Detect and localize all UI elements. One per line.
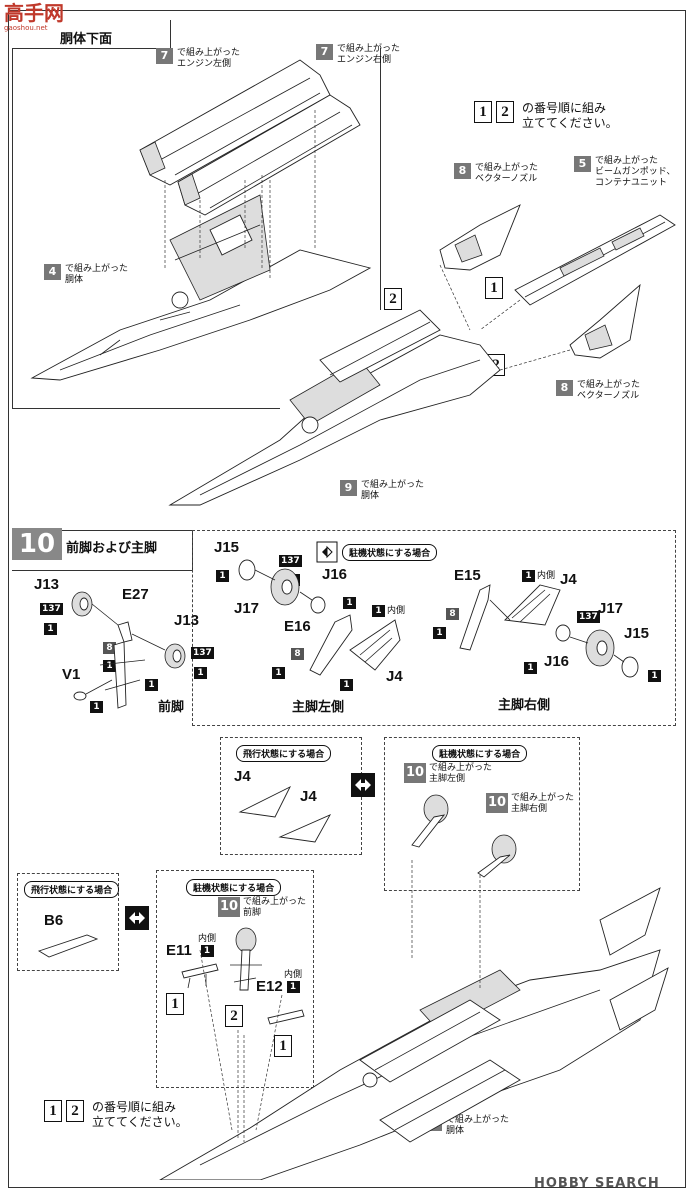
step9-frame-bottom [12,408,280,410]
callout-main-leg-right: 10 で組み上がった 主脚右側 [486,793,575,814]
engine-right-drawing [177,94,361,216]
part-J17a: J17 [234,600,260,617]
step9-frame-right [380,48,382,310]
order-marker-4: 2 [225,1005,243,1027]
flight-mode-pill: 飛行状態にする場合 [236,742,332,762]
qty-d: 1 [145,672,158,691]
step10-title: 前脚および主脚 [66,541,158,556]
callout-vector-nozzle-bottom: 8 で組み上がった ベクターノズル [556,380,640,402]
callout-front-leg: 10 で組み上がった 前脚 [218,897,307,918]
part-E16: E16 [284,618,311,635]
parked-indicator-top: 駐機状態にする場合 [316,541,438,563]
parked-mode-box-2 [156,870,314,1088]
callout-engine-left: 7 で組み上がった エンジン左側 [156,48,240,70]
order-note-step10: 1 2 の番号順に組み 立ててください。 [44,1100,188,1130]
part-E27: E27 [122,586,149,603]
manual-page [8,10,686,1188]
flight-J4-drawing [238,785,332,843]
qty-a: 1 [44,616,57,635]
part-J4b: J4 [560,571,577,588]
step9-frame-top [12,48,170,50]
vector-nozzle-bottom-drawing [569,283,641,359]
callout-main-leg-left: 10 で組み上がった 主脚左側 [404,763,493,784]
order-note-step9: 1 2 の番号順に組み 立ててください。 [474,101,618,131]
qty-o: 1 [648,663,661,682]
group-left-leg: 主脚左側 [292,700,345,715]
qty-k: 1 [340,672,353,691]
sprue-137-a: 137 [40,603,63,615]
qty-m: 1 [433,620,446,639]
part-J16b: J16 [544,653,570,670]
qty-b: 1 [103,653,116,672]
step10-frame-line [12,570,192,572]
step9-frame-notch [170,20,172,48]
qty-c: 1 [194,660,207,679]
sprue-8-c: 8 [446,601,459,620]
vector-nozzle-top-drawing [439,204,521,271]
order-marker-3: 1 [166,993,184,1015]
fuselage-lower-drawing [168,309,501,506]
beam-gun-pod-drawing [514,214,676,306]
step10-number: 10 [12,528,62,560]
part-V1: V1 [62,666,81,683]
swap-arrow-bottom [125,906,149,930]
group-front-leg: 前脚 [158,700,185,715]
fuselage-upper-drawing [30,194,372,381]
qty-n: 1 [524,655,537,674]
flight-mode-box-2 [17,873,119,971]
part-J17b: J17 [598,600,624,617]
order-marker-2a: 2 [384,288,402,310]
part-J15a: J15 [214,539,240,556]
qty-e: 1 [90,694,103,713]
part-J15b: J15 [624,625,650,642]
sprue-8-a: 8 [103,635,116,654]
callout-beam-gun-pod: 5 で組み上がった ビームガンポッド、 コンテナユニット [574,156,675,189]
part-J4a: J4 [386,668,403,685]
final-fuselage-drawing [159,860,669,1180]
flight-B6-drawing [37,934,99,958]
sprue-8-b: 8 [291,641,304,660]
flight-mode-pill-2: 飛行状態にする場合 [24,878,120,898]
step10-main-box [192,530,676,726]
parked-mode-pill: 駐機状態にする場合 [432,742,528,762]
parked-mode-box [384,737,580,891]
part-E15: E15 [454,567,481,584]
step9-title: 胴体下面 [60,32,113,47]
watermark: HOBBY SEARCH [534,1176,660,1191]
sprue-137-b: 137 [191,647,214,659]
qty-i: 1 [272,660,285,679]
part-J16a: J16 [322,566,348,583]
parked-mode-pill-2: 駐機状態にする場合 [186,876,282,896]
callout-vector-nozzle-top: 8 で組み上がった ベクターノズル [454,163,538,185]
qty-f: 1 [216,563,229,582]
order-marker-1: 1 [485,277,503,299]
part-J13a: J13 [34,576,60,593]
sprue-137-c: 137 [279,555,302,567]
flight-part-B6: B6 [44,912,64,929]
landing-gear-parts-illustration [71,559,639,709]
part-J13b: J13 [174,612,200,629]
part-E11: E11 [166,942,192,959]
part-E12: E12 [256,978,283,995]
site-logo: 高手网 gaoshou.net [4,1,64,32]
sprue-137-d: 137 [577,611,600,623]
flight-part-J4-2: J4 [300,788,317,805]
swap-arrow-top [351,773,375,797]
flight-part-J4-1: J4 [234,768,251,785]
callout-engine-right: 7 で組み上がった エンジン右側 [316,44,400,66]
callout-fuselage-9: 9 で組み上がった 胴体 [340,480,424,502]
order-marker-5: 1 [274,1035,292,1057]
callout-fuselage-4: 4 で組み上がった 胴体 [44,264,128,286]
step9-frame-left [12,48,14,408]
step9-illustration [30,59,676,506]
parked-main-legs-drawing [411,794,517,878]
group-right-leg: 主脚右側 [498,698,551,713]
qty-h: 1 [343,590,356,609]
